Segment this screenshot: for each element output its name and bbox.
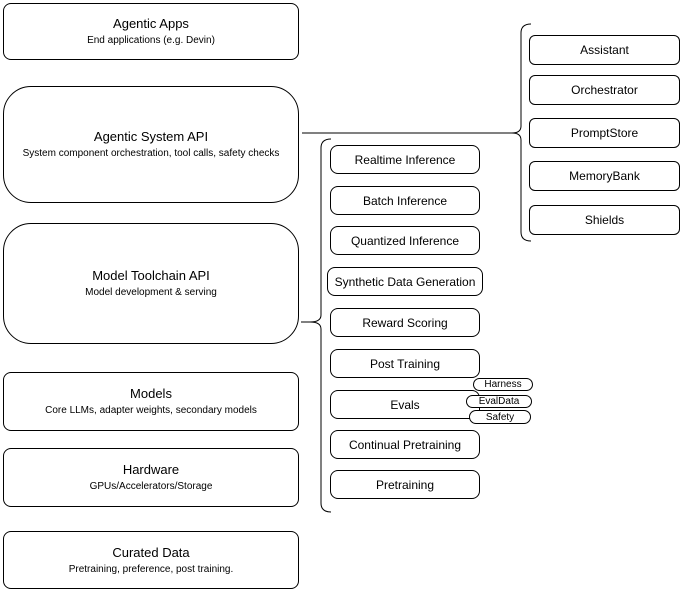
node-label: Realtime Inference xyxy=(354,152,456,167)
node-title: Agentic Apps xyxy=(113,16,189,31)
eval-tag-evaldata: EvalData xyxy=(466,395,532,408)
node-curated-data: Curated Data Pretraining, preference, po… xyxy=(3,531,299,589)
node-label: Post Training xyxy=(369,356,441,371)
toolchain-group-brace xyxy=(309,138,332,513)
node-title: Curated Data xyxy=(112,544,190,560)
system-component-shields: Shields xyxy=(529,205,680,235)
node-title: Agentic System API xyxy=(93,129,209,144)
node-label: MemoryBank xyxy=(569,169,640,183)
node-subtitle: Model development & serving xyxy=(85,287,217,298)
node-label: Pretraining xyxy=(375,477,435,492)
system-component-assistant: Assistant xyxy=(529,35,680,65)
node-agentic-system-api: Agentic System API System component orch… xyxy=(3,86,299,203)
node-subtitle: GPUs/Accelerators/Storage xyxy=(89,481,213,492)
toolchain-node-pretraining: Pretraining xyxy=(330,470,480,499)
node-subtitle: Pretraining, preference, post training. xyxy=(68,563,234,575)
eval-tag-harness: Harness xyxy=(473,378,533,391)
toolchain-node-realtime-inference: Realtime Inference xyxy=(330,145,480,174)
node-title: Hardware xyxy=(122,462,180,477)
node-label: Shields xyxy=(584,213,625,227)
node-subtitle: System component orchestration, tool cal… xyxy=(22,148,280,159)
pill-label: Safety xyxy=(485,411,515,423)
toolchain-node-post-training: Post Training xyxy=(330,349,480,378)
pill-label: EvalData xyxy=(478,396,520,407)
node-subtitle: End applications (e.g. Devin) xyxy=(87,35,215,46)
node-hardware: Hardware GPUs/Accelerators/Storage xyxy=(3,448,299,507)
toolchain-node-reward-scoring: Reward Scoring xyxy=(330,308,480,337)
node-label: Orchestrator xyxy=(571,83,638,97)
toolchain-node-quantized-inference: Quantized Inference xyxy=(330,226,480,255)
node-label: Synthetic Data Generation xyxy=(334,274,476,289)
toolchain-node-evals: Evals xyxy=(330,390,480,419)
node-label: Reward Scoring xyxy=(362,315,448,330)
toolchain-node-synthetic-data-generation: Synthetic Data Generation xyxy=(327,267,483,296)
system-component-orchestrator: Orchestrator xyxy=(529,75,680,105)
node-agentic-apps: Agentic Apps End applications (e.g. Devi… xyxy=(3,3,299,60)
toolchain-node-batch-inference: Batch Inference xyxy=(330,186,480,215)
node-subtitle: Core LLMs, adapter weights, secondary mo… xyxy=(45,405,257,416)
node-label: PromptStore xyxy=(570,126,639,140)
node-label: Quantized Inference xyxy=(350,233,460,248)
node-label: Continual Pretraining xyxy=(348,437,462,452)
system-component-memorybank: MemoryBank xyxy=(529,161,680,191)
pill-label: Harness xyxy=(484,379,522,390)
node-title: Models xyxy=(130,386,172,401)
node-label: Assistant xyxy=(580,43,629,57)
system-component-promptstore: PromptStore xyxy=(529,118,680,148)
node-label: Batch Inference xyxy=(362,193,448,208)
eval-tag-safety: Safety xyxy=(469,410,531,424)
node-label: Evals xyxy=(390,397,420,412)
toolchain-node-continual-pretraining: Continual Pretraining xyxy=(330,430,480,459)
system-group-brace xyxy=(511,23,532,242)
node-model-toolchain-api: Model Toolchain API Model development & … xyxy=(3,223,299,344)
node-models: Models Core LLMs, adapter weights, secon… xyxy=(3,372,299,431)
node-title: Model Toolchain API xyxy=(92,268,210,283)
